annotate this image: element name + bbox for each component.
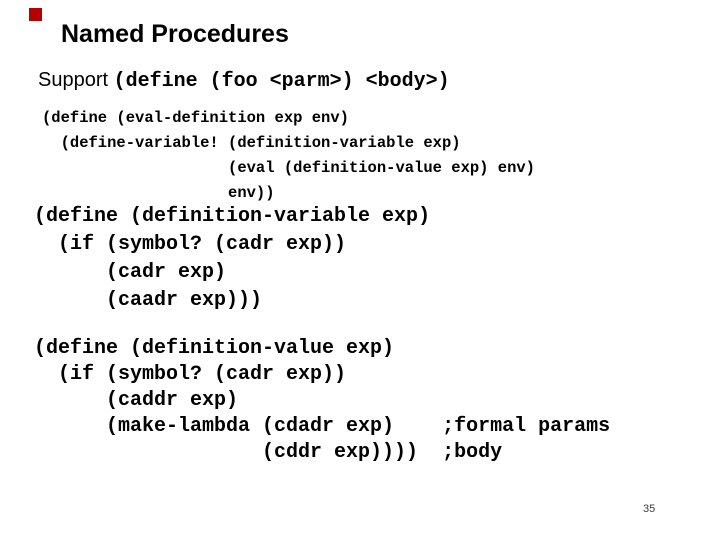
page-number: 35 <box>643 503 656 515</box>
code-block-definition-value: (define (definition-value exp) (if (symb… <box>34 337 611 464</box>
support-code-snippet: (define (foo <parm>) <body>) <box>113 70 450 93</box>
support-line: Support (define (foo <parm>) <body>) <box>38 69 450 93</box>
code-block-definition-variable: (define (definition-variable exp) (if (s… <box>34 205 431 312</box>
code-block-eval-definition: (define (eval-definition exp env) (defin… <box>42 109 535 202</box>
slide-title: Named Procedures <box>61 20 289 48</box>
support-label: Support <box>38 69 114 91</box>
red-square-decoration <box>29 8 42 21</box>
